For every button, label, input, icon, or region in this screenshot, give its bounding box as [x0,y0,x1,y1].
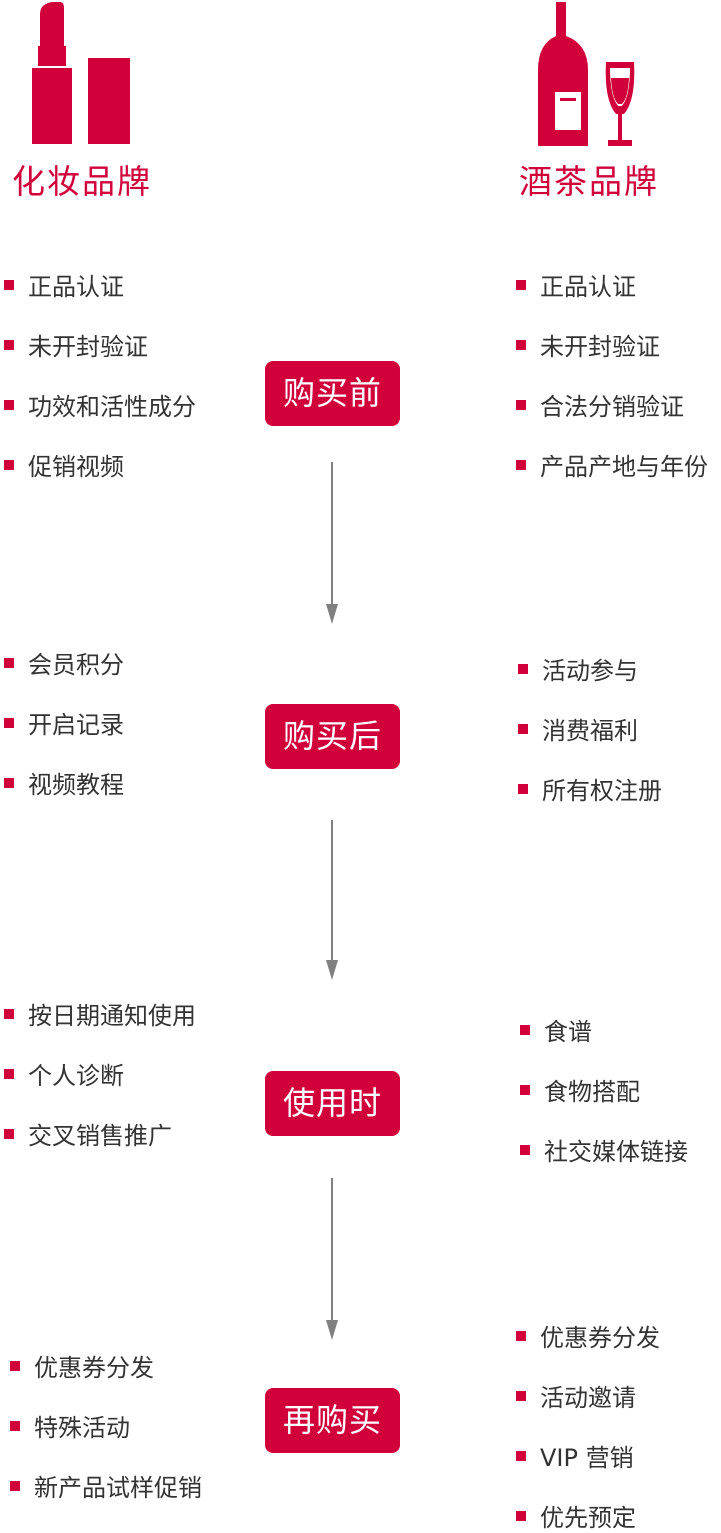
bullet-square-icon [516,1511,526,1521]
right-list-item: 优惠券分发 [516,1323,660,1353]
right-list-item: 活动参与 [518,656,638,686]
bullet-square-icon [4,460,14,470]
left-list-item: 促销视频 [4,452,124,482]
bullet-square-icon [516,460,526,470]
bullet-square-icon [4,340,14,350]
flow-arrow [326,462,338,624]
bullet-square-icon [10,1421,20,1431]
bullet-square-icon [516,1331,526,1341]
right-list-item: VIP 营销 [516,1443,634,1473]
right-list-item: 所有权注册 [518,776,662,806]
left-list-item: 开启记录 [4,710,124,740]
bullet-square-icon [518,664,528,674]
bullet-square-icon [4,718,14,728]
bullet-square-icon [516,1451,526,1461]
left-list-item: 未开封验证 [4,332,148,362]
bullet-square-icon [4,658,14,668]
stage-label-after-purchase: 购买后 [265,704,400,769]
stage-label-before-purchase: 购买前 [265,361,400,426]
wine-tea-brand-title: 酒茶品牌 [519,162,659,201]
bullet-square-icon [10,1481,20,1491]
bullet-square-icon [516,400,526,410]
bullet-square-icon [10,1361,20,1371]
right-list-item: 活动邀请 [516,1383,636,1413]
stage-label-during-use: 使用时 [265,1071,400,1136]
right-list-item: 社交媒体链接 [520,1137,688,1167]
bullet-square-icon [4,1129,14,1139]
left-list-item: 特殊活动 [10,1413,130,1443]
left-list-item: 个人诊断 [4,1061,124,1091]
right-list-item: 合法分销验证 [516,392,684,422]
bullet-square-icon [4,400,14,410]
bullet-square-icon [516,340,526,350]
cosmetics-brand-title: 化妆品牌 [12,162,152,201]
left-list-item: 会员积分 [4,650,124,680]
right-list-item: 食谱 [520,1017,592,1047]
flow-arrow [326,820,338,980]
right-list-item: 正品认证 [516,272,636,302]
bullet-square-icon [4,778,14,788]
right-list-item: 产品产地与年份 [516,452,708,482]
bullet-square-icon [520,1025,530,1035]
left-list-item: 优惠券分发 [10,1353,154,1383]
left-list-item: 功效和活性成分 [4,392,196,422]
bullet-square-icon [4,1009,14,1019]
left-list-item: 交叉销售推广 [4,1121,172,1151]
left-list-item: 正品认证 [4,272,124,302]
left-list-item: 新产品试样促销 [10,1473,202,1503]
stage-label-repurchase: 再购买 [265,1388,400,1453]
bullet-square-icon [516,280,526,290]
bullet-square-icon [516,1391,526,1401]
bullet-square-icon [4,280,14,290]
right-list-item: 食物搭配 [520,1077,640,1107]
bullet-square-icon [518,724,528,734]
bullet-square-icon [518,784,528,794]
bullet-square-icon [520,1085,530,1095]
left-list-item: 按日期通知使用 [4,1001,196,1031]
right-list-item: 未开封验证 [516,332,660,362]
bullet-square-icon [520,1145,530,1155]
left-list-item: 视频教程 [4,770,124,800]
right-list-item: 消费福利 [518,716,638,746]
flow-arrow [326,1178,338,1340]
bullet-square-icon [4,1069,14,1079]
right-list-item: 优先预定 [516,1503,636,1533]
